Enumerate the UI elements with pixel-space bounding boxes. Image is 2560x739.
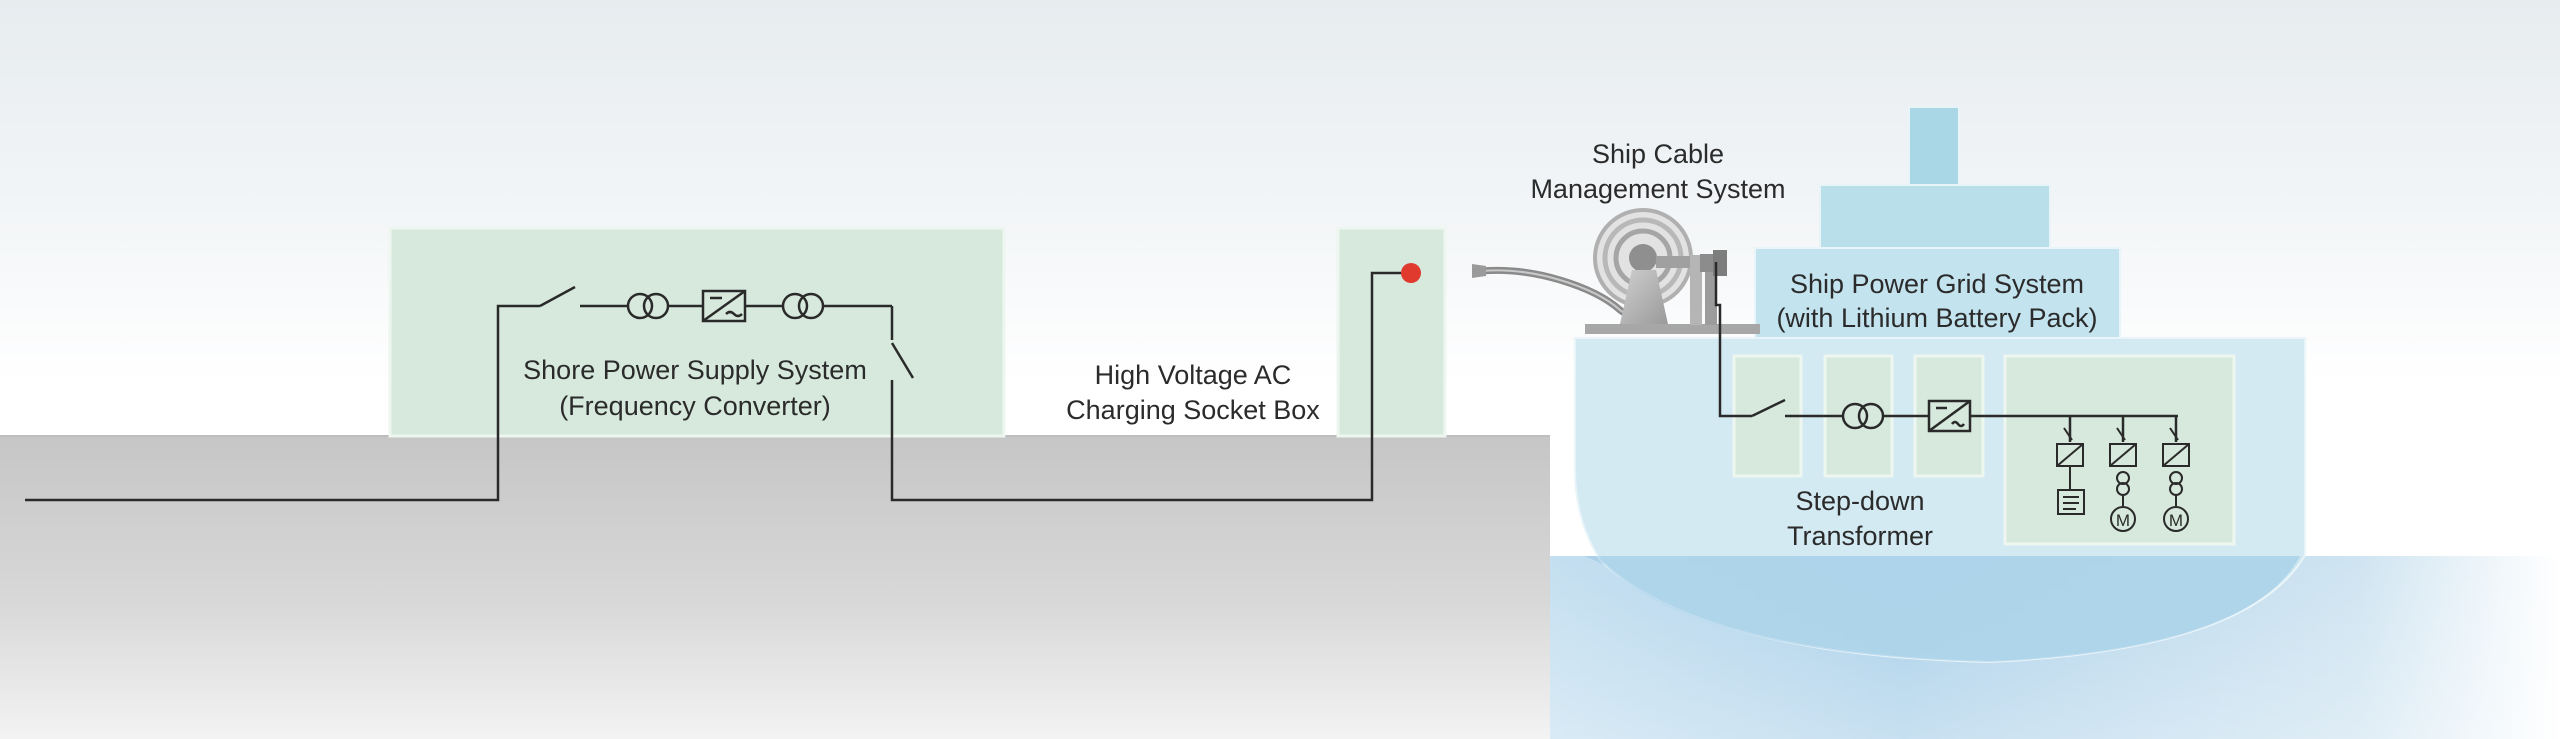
ship-feed-wire [1714, 262, 1752, 418]
shore-transformer-1-icon [626, 292, 670, 320]
socket-box [1336, 226, 1447, 438]
ship-grid-label-line2: (with Lithium Battery Pack) [1776, 303, 2097, 333]
transformer-label-line1: Step-down [1795, 486, 1924, 516]
ship-hull-underwater [1585, 556, 2300, 662]
branch-switch-icon [2169, 427, 2179, 441]
shore-ground [0, 436, 1550, 739]
reel-deck [1585, 324, 1760, 334]
ship-loads-box [2003, 354, 2236, 546]
reel-post-1 [1690, 255, 1702, 325]
branch-converter-icon [2162, 443, 2190, 467]
battery-icon [2057, 489, 2085, 515]
reel-stand [1620, 270, 1668, 324]
cable-mgmt-label-line1: Ship Cable [1592, 139, 1724, 169]
ship-funnel [1908, 106, 1960, 188]
feed-cable [25, 304, 540, 502]
motor-icon [2163, 506, 2189, 532]
shore-switch-1-icon [539, 285, 576, 308]
socket-box-label-line2: Charging Socket Box [1066, 395, 1320, 425]
motor-icon [2110, 506, 2136, 532]
load-branch-motor-1 [2109, 427, 2137, 532]
cable-reel-icon [1585, 208, 1760, 334]
shore-wiring [25, 271, 1401, 502]
load-branch-motor-2 [2162, 427, 2190, 532]
branch-converter-diag [2162, 443, 2190, 467]
load-branch-battery [2056, 427, 2085, 515]
shore-to-socket-cable [890, 271, 1401, 502]
branch-switch-icon [2116, 427, 2126, 441]
branch-converter-diag [2109, 443, 2137, 467]
shore-transformer-2-icon [781, 292, 825, 320]
socket-box-label-line1: High Voltage AC [1095, 360, 1292, 390]
shore-supply-label-line1: Shore Power Supply System [523, 355, 867, 385]
cable-plug-icon [1472, 264, 1486, 278]
socket-indicator-icon [1401, 263, 1421, 283]
branch-converter-diag [2056, 443, 2084, 467]
ship-converter-icon [1927, 399, 1972, 433]
branch-converter-icon [2109, 443, 2137, 467]
ship-superstructure-top [1819, 184, 2051, 251]
motor-label: M [2169, 511, 2183, 530]
shore-switch-2-icon [890, 342, 915, 379]
shore-converter-icon [701, 289, 747, 323]
shore-supply-box [388, 226, 1006, 438]
ship-superstructure [1754, 247, 2121, 341]
ship-switch-icon [1751, 398, 1786, 418]
shore-supply-label-line2: (Frequency Converter) [559, 391, 831, 421]
reel-hub [1629, 244, 1657, 272]
motor-label: M [2116, 511, 2130, 530]
ship-transformer-icon [1841, 402, 1885, 430]
transformer-label-line2: Transformer [1787, 521, 1933, 551]
branch-switch-icon [2063, 427, 2073, 441]
ship-grid-label-line1: Ship Power Grid System [1790, 269, 2084, 299]
cable-mgmt-label-line2: Management System [1530, 174, 1785, 204]
